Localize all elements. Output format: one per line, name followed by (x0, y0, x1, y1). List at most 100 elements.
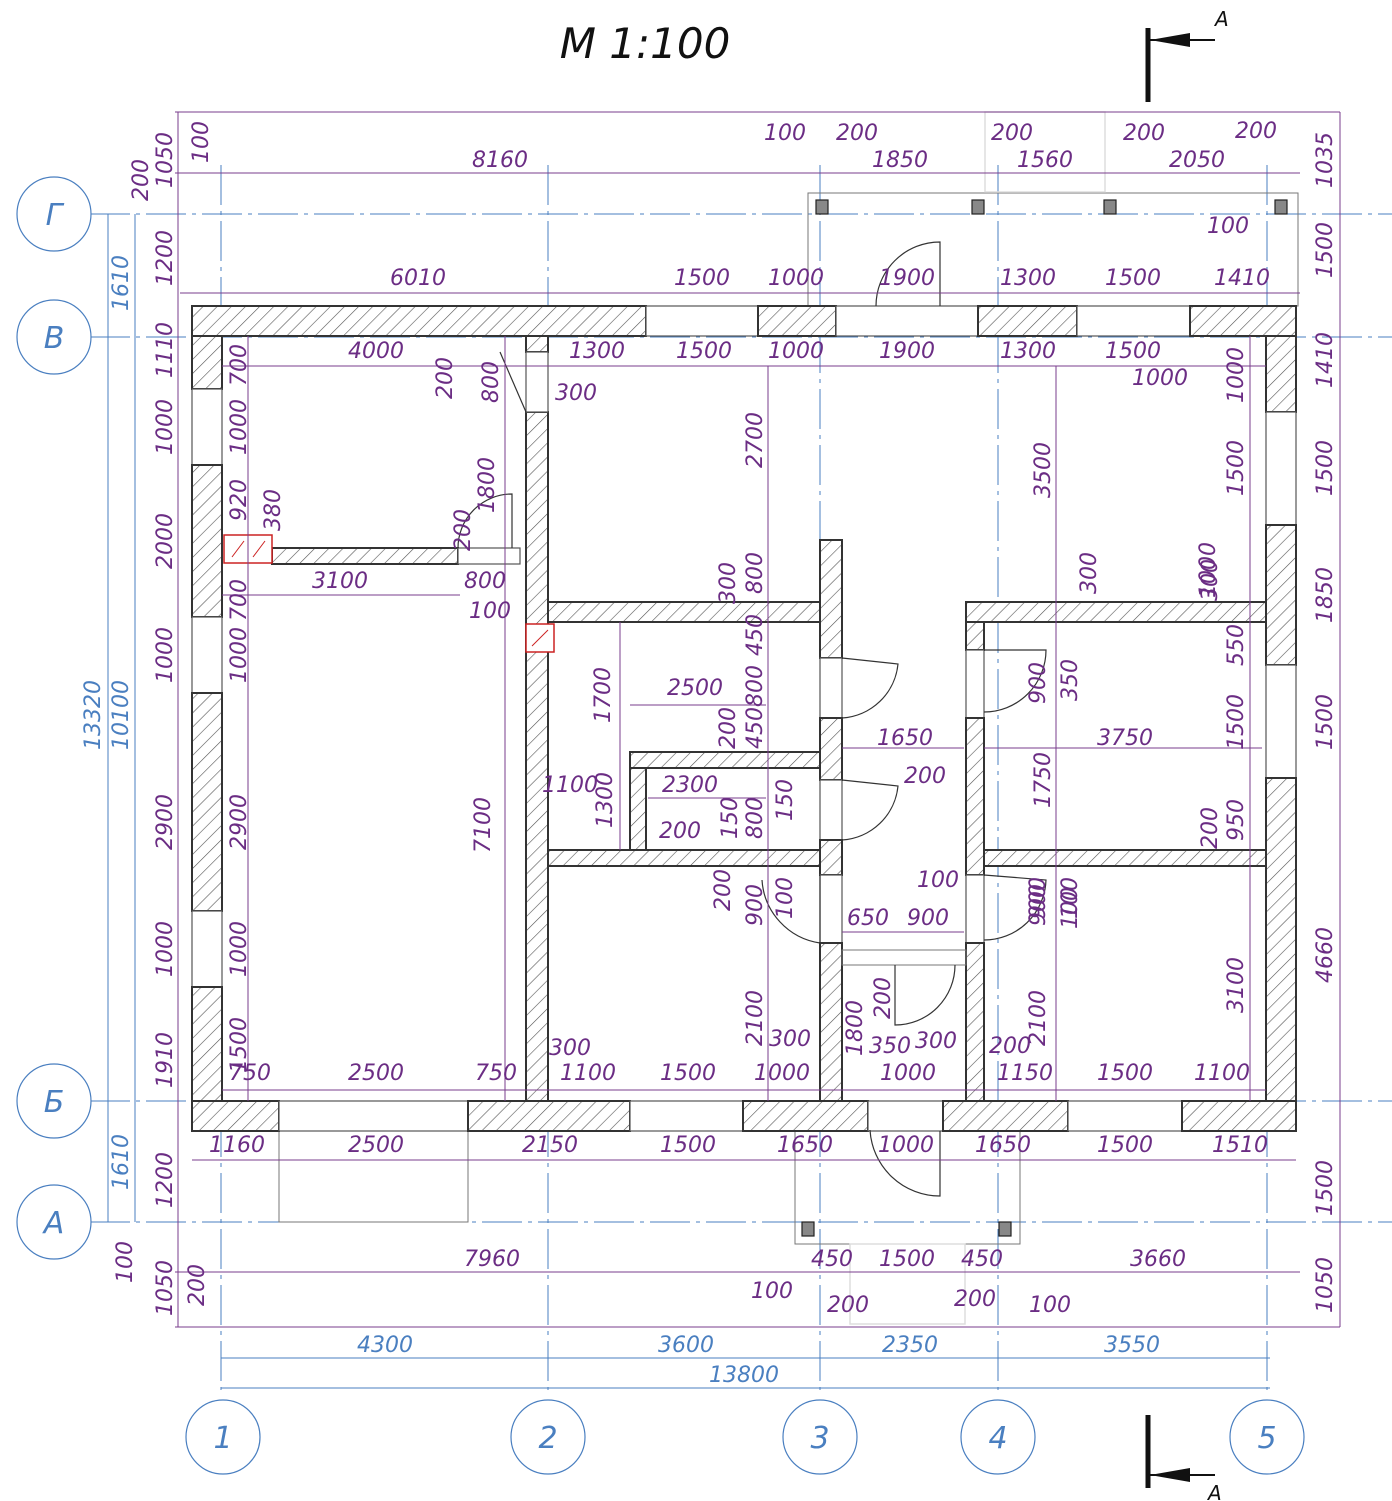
dim-right-outer: 4660 (1313, 927, 1338, 983)
svg-text:5: 5 (1257, 1421, 1276, 1456)
dim-interior: 300 (555, 381, 597, 406)
door-swings (457, 241, 1047, 1197)
dim-interior: 900 (1026, 877, 1051, 919)
section-label-bottom: А (1206, 1481, 1222, 1501)
dim-left-outer: 1000 (153, 921, 178, 977)
dim-interior: 800 (743, 797, 768, 839)
dim-right-inner: 3100 (1224, 957, 1249, 1013)
svg-text:4: 4 (988, 1421, 1007, 1456)
svg-text:Б: Б (44, 1085, 65, 1120)
dim-interior: 1650 (877, 726, 933, 751)
dim-interior: 200 (1198, 807, 1223, 849)
outer-walls (191, 305, 1297, 1132)
dim-bottom-inner: 1150 (997, 1061, 1053, 1086)
dim-left-outer: 200 (129, 159, 154, 201)
dim-top-outer: 1000 (768, 266, 824, 291)
dim-interior: 100 (1058, 887, 1083, 929)
dim-top-porch: 1560 (1017, 148, 1073, 173)
dim-left-inner: 1000 (227, 399, 252, 455)
dim-left-outer: 1200 (153, 230, 178, 286)
dim-bottom-inner: 1000 (880, 1061, 936, 1086)
dim-left-inner: 2900 (227, 794, 252, 850)
dim-top-outer: 1410 (1214, 266, 1270, 291)
dim-interior: 900 (907, 906, 949, 931)
axis-bubble-2: 2 (510, 1399, 586, 1475)
dim-top-inner: 1000 (1132, 366, 1188, 391)
dim-bottom-porch: 3660 (1130, 1247, 1186, 1272)
dim-bottom-inner: 750 (229, 1061, 271, 1086)
dim-left-inner: 700 (227, 344, 252, 386)
dim-interior: 2300 (662, 773, 718, 798)
scale-title: М 1:100 (560, 19, 731, 68)
dim-top-inner: 1300 (1000, 339, 1056, 364)
bottom-porch (278, 1129, 1021, 1325)
dim-interior: 2700 (743, 412, 768, 468)
dim-interior: 1700 (591, 667, 616, 723)
dim-bottom-inner: 1500 (660, 1061, 716, 1086)
dim-bottom-porch: 450 (811, 1247, 853, 1272)
axis-bubble-3: 3 (782, 1399, 858, 1475)
dim-right-inner: 1000 (1196, 542, 1221, 598)
dim-interior: 200 (989, 1034, 1031, 1059)
dim-top-porch: 1850 (872, 148, 928, 173)
dim-top-outer: 6010 (390, 266, 446, 291)
dim-interior: 200 (904, 764, 946, 789)
dim-interior: 900 (1026, 884, 1051, 926)
dim-interior: 1800 (843, 1000, 868, 1056)
dim-left-outer: 1110 (153, 322, 178, 378)
dim-interior: 900 (743, 884, 768, 926)
axis-bubble-G: Г (16, 176, 92, 252)
dim-interior: 350 (1058, 659, 1083, 701)
dim-right-outer: 1410 (1313, 332, 1338, 388)
dim-interior: 200 (871, 977, 896, 1019)
dim-top-inner: 1500 (676, 339, 732, 364)
dim-interior: 3100 (312, 569, 368, 594)
dim-left-outer: 100 (189, 121, 214, 163)
axis-bubble-B: Б (16, 1063, 92, 1139)
dim-top-inner: 1300 (569, 339, 625, 364)
dim-interior: 300 (915, 1029, 957, 1054)
dim-interior: 100 (917, 868, 959, 893)
dim-top-inner: 4000 (348, 339, 404, 364)
dim-interior: 450 (743, 707, 768, 749)
dim-left-inner: 700 (227, 579, 252, 621)
dim-interior: 900 (1026, 662, 1051, 704)
dim-top-outer: 1500 (674, 266, 730, 291)
dimension-lines (107, 111, 1341, 1389)
dim-bottom-outer: 1000 (878, 1133, 934, 1158)
dim-interior: 200 (433, 357, 458, 399)
dim-top-overall: 8160 (472, 148, 528, 173)
dim-right-outer: 1035 (1313, 132, 1338, 188)
dim-left-outer: 100 (113, 1241, 138, 1283)
dim-right-outer: 1500 (1313, 440, 1338, 496)
dim-left-outer: 1050 (153, 132, 178, 188)
dim-right-outer: 1500 (1313, 1160, 1338, 1216)
dim-bottom-axis: 4300 (357, 1333, 413, 1358)
dim-left-outer: 1200 (153, 1152, 178, 1208)
svg-text:1: 1 (213, 1421, 232, 1456)
dim-top-porch: 100 (764, 121, 806, 146)
dim-bottom-axis: 3600 (658, 1333, 714, 1358)
dim-bottom-inner: 1100 (1194, 1061, 1250, 1086)
dim-interior: 1800 (475, 457, 500, 513)
dim-interior: 2100 (1026, 990, 1051, 1046)
dim-bottom-porch: 7960 (464, 1247, 520, 1272)
dim-top-porch: 200 (836, 121, 878, 146)
dim-bottom-outer: 1510 (1212, 1133, 1268, 1158)
dim-bottom-outer: 1650 (777, 1133, 833, 1158)
dim-right-inner: 1500 (1224, 694, 1249, 750)
axis-bubble-4: 4 (960, 1399, 1036, 1475)
dim-top-inner: 1000 (768, 339, 824, 364)
dim-interior: 200 (659, 819, 701, 844)
dim-bottom-outer: 1160 (209, 1133, 265, 1158)
dim-left-outer: 1000 (153, 399, 178, 455)
dim-left-axis: 10100 (109, 680, 134, 750)
dim-bottom-outer: 1500 (660, 1133, 716, 1158)
dim-interior: 380 (261, 489, 286, 531)
dim-interior: 100 (469, 599, 511, 624)
dim-bottom-porch: 100 (751, 1279, 793, 1304)
dim-right-inner: 1000 (1224, 347, 1249, 403)
dim-interior: 100 (1058, 877, 1083, 919)
dim-interior: 200 (451, 509, 476, 551)
dim-top-outer: 1300 (1000, 266, 1056, 291)
